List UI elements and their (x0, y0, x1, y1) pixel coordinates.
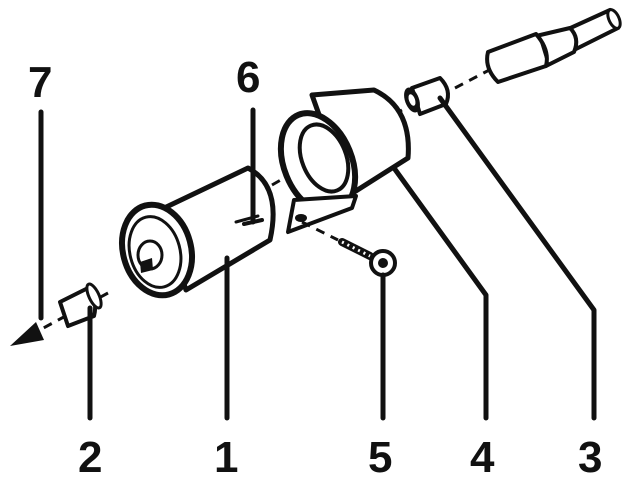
callout-1: 1 (214, 433, 238, 482)
inlet-union-fitting (58, 282, 103, 328)
flow-direction-arrow (10, 109, 109, 346)
filter-mounting-clamp (277, 87, 411, 234)
fuel-line-connector (485, 8, 622, 84)
callout-3: 3 (578, 433, 602, 482)
callout-6: 6 (236, 53, 260, 102)
outlet-union-fitting (404, 76, 450, 116)
callout-2: 2 (78, 433, 102, 482)
callout-5: 5 (368, 433, 392, 482)
callout-4: 4 (470, 433, 495, 482)
leader-lines (87, 95, 597, 421)
clamp-bolt (301, 220, 397, 277)
fuel-filter-canister (119, 165, 276, 299)
callout-7: 7 (28, 58, 52, 107)
